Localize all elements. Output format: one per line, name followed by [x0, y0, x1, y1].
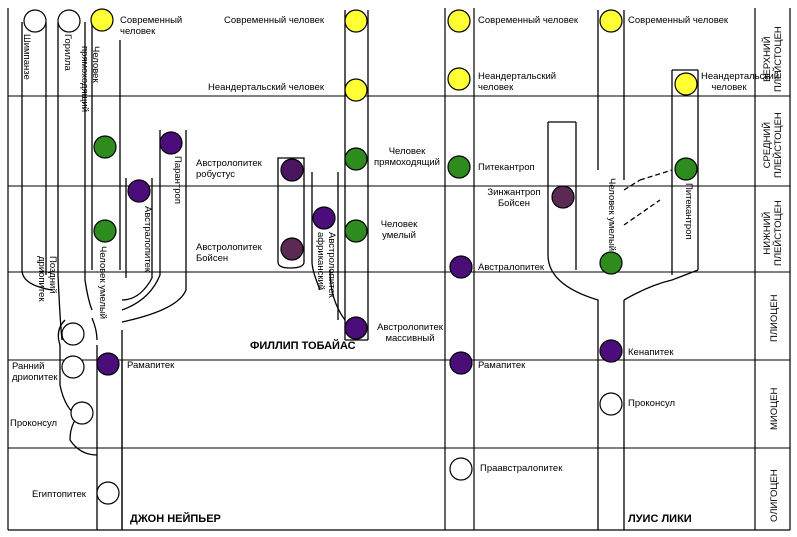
node-napier-proconsul	[70, 401, 94, 425]
node-late-dryopithecus	[61, 322, 85, 346]
label-tobias-homo-habilis: Человек умелый	[380, 219, 418, 241]
node-mid-neanderthal	[447, 67, 471, 91]
label-mid-pre-australopithecus: Праавстралопитек	[480, 463, 563, 474]
label-mid-zinjanthropus: Зинжантроп Бойсен	[487, 187, 541, 209]
label-tobias-africanus: Австролопитек африканский	[315, 232, 337, 298]
era-miocene: МИОЦЕН	[769, 387, 780, 430]
node-napier-homo-erectus	[93, 135, 117, 159]
node-chimp	[23, 9, 47, 33]
author-napier: ДЖОН НЕЙПЬЕР	[130, 513, 221, 525]
era-upper-pleistocene-line1: ВЕРХНИЙ	[762, 36, 773, 82]
node-mid-pithecanthropus	[447, 155, 471, 179]
label-tobias-neanderthal: Неандертальский человек	[208, 82, 324, 93]
era-pliocene: ПЛИОЦЕН	[769, 294, 780, 342]
label-tobias-robustus: Австролопитек робустус	[196, 158, 262, 180]
node-tobias-homo-erectus	[344, 147, 368, 171]
node-napier-homo-habilis	[93, 219, 117, 243]
label-leakey-pithecanthropus: Питекантроп	[683, 183, 694, 240]
label-leakey-modern: Современный человек	[628, 15, 729, 26]
tobias-tree	[277, 10, 369, 341]
napier-tree	[21, 22, 187, 530]
era-lower-pleistocene: НИЖНИЙ ПЛЕЙСТОЦЕН	[762, 200, 784, 266]
node-leakey-homo-habilis	[599, 251, 623, 275]
node-napier-modern	[90, 8, 114, 32]
label-mid-ramapithecus: Рамапитек	[478, 360, 526, 371]
era-oligocene: ОЛИГОЦЕН	[769, 469, 780, 522]
node-tobias-homo-habilis	[344, 219, 368, 243]
node-napier-paranthropus	[159, 131, 183, 155]
leakey-tree	[547, 10, 699, 530]
tobias-nodes	[280, 9, 368, 340]
node-mid-ramapithecus	[449, 351, 473, 375]
label-napier-paranthropus: Парантроп	[172, 156, 183, 204]
label-tobias-massive: Австролопитек массивный	[377, 322, 443, 344]
label-leakey-kenyapithecus: Кенапитек	[628, 347, 674, 358]
label-mid-pithecanthropus: Питекантроп	[478, 162, 535, 173]
node-early-dryopithecus	[61, 355, 85, 379]
node-mid-pre-australopithecus	[449, 457, 473, 481]
node-tobias-massive	[344, 316, 368, 340]
node-egyptopithecus	[96, 481, 120, 505]
label-gorilla: Горилла	[62, 34, 73, 71]
node-napier-ramapithecus	[96, 352, 120, 376]
node-leakey-modern	[599, 9, 623, 33]
era-middle-pleistocene-line1: СРЕДНИЙ	[762, 121, 773, 169]
label-tobias-modern: Современный человек	[224, 15, 325, 26]
author-leakey: ЛУИС ЛИКИ	[628, 513, 692, 525]
node-leakey-proconsul	[599, 392, 623, 416]
label-leakey-homo-habilis: Человек умелый	[606, 178, 617, 252]
node-tobias-robustus	[280, 158, 304, 182]
label-mid-modern: Современный человек	[478, 15, 579, 26]
label-tobias-boisei: Австролопитек Бойсен	[196, 242, 262, 264]
label-napier-homo-erectus: Человек прямоходящий	[79, 46, 101, 113]
node-leakey-kenyapithecus	[599, 339, 623, 363]
era-upper-pleistocene-line2: ПЛЕЙСТОЦЕН	[773, 26, 784, 92]
label-napier-ramapithecus: Рамапитек	[127, 360, 175, 371]
era-upper-pleistocene: ВЕРХНИЙ ПЛЕЙСТОЦЕН	[762, 26, 784, 92]
label-leakey-proconsul: Проконсул	[628, 398, 676, 409]
node-gorilla	[57, 9, 81, 33]
node-mid-australopithecus	[449, 255, 473, 279]
label-napier-homo-habilis: Человек умелый	[97, 246, 108, 320]
label-mid-australopithecus: Австралопитек	[478, 262, 545, 273]
label-late-dryopithecus: Поздний дриопитек	[36, 256, 58, 302]
era-lower-pleistocene-line1: НИЖНИЙ	[762, 211, 773, 255]
leakey-nodes	[599, 9, 698, 416]
node-napier-australopithecus	[127, 179, 151, 203]
era-middle-pleistocene-line2: ПЛЕЙСТОЦЕН	[773, 112, 784, 178]
node-leakey-neanderthal	[674, 72, 698, 96]
node-tobias-africanus	[312, 206, 336, 230]
node-leakey-pithecanthropus	[674, 157, 698, 181]
label-tobias-homo-erectus: Человек прямоходящий	[373, 146, 440, 168]
node-tobias-modern	[344, 9, 368, 33]
author-tobias: ФИЛЛИП ТОБАЙАС	[250, 340, 356, 352]
era-middle-pleistocene: СРЕДНИЙ ПЛЕЙСТОЦЕН	[762, 112, 784, 178]
label-leakey-neanderthal: Неандертальский человек	[701, 71, 780, 93]
label-egyptopithecus: Египтопитек	[32, 489, 86, 500]
era-lower-pleistocene-line2: ПЛЕЙСТОЦЕН	[773, 200, 784, 266]
node-mid-zinjanthropus	[551, 185, 575, 209]
label-chimp: Шимпанзе	[21, 34, 32, 80]
label-early-dryopithecus: Ранний дриопитек	[12, 361, 58, 383]
panel-borders	[7, 8, 791, 531]
label-mid-neanderthal: Неандертальский человек	[478, 71, 557, 93]
middle-nodes	[447, 9, 575, 481]
node-tobias-neanderthal	[344, 78, 368, 102]
napier-nodes	[23, 8, 183, 505]
label-napier-proconsul: Проконсул	[10, 418, 58, 429]
node-tobias-boisei	[280, 237, 304, 261]
label-napier-modern: Современный человек	[120, 15, 183, 37]
node-mid-modern	[447, 9, 471, 33]
label-napier-australopithecus: Австралопитек	[142, 206, 153, 273]
